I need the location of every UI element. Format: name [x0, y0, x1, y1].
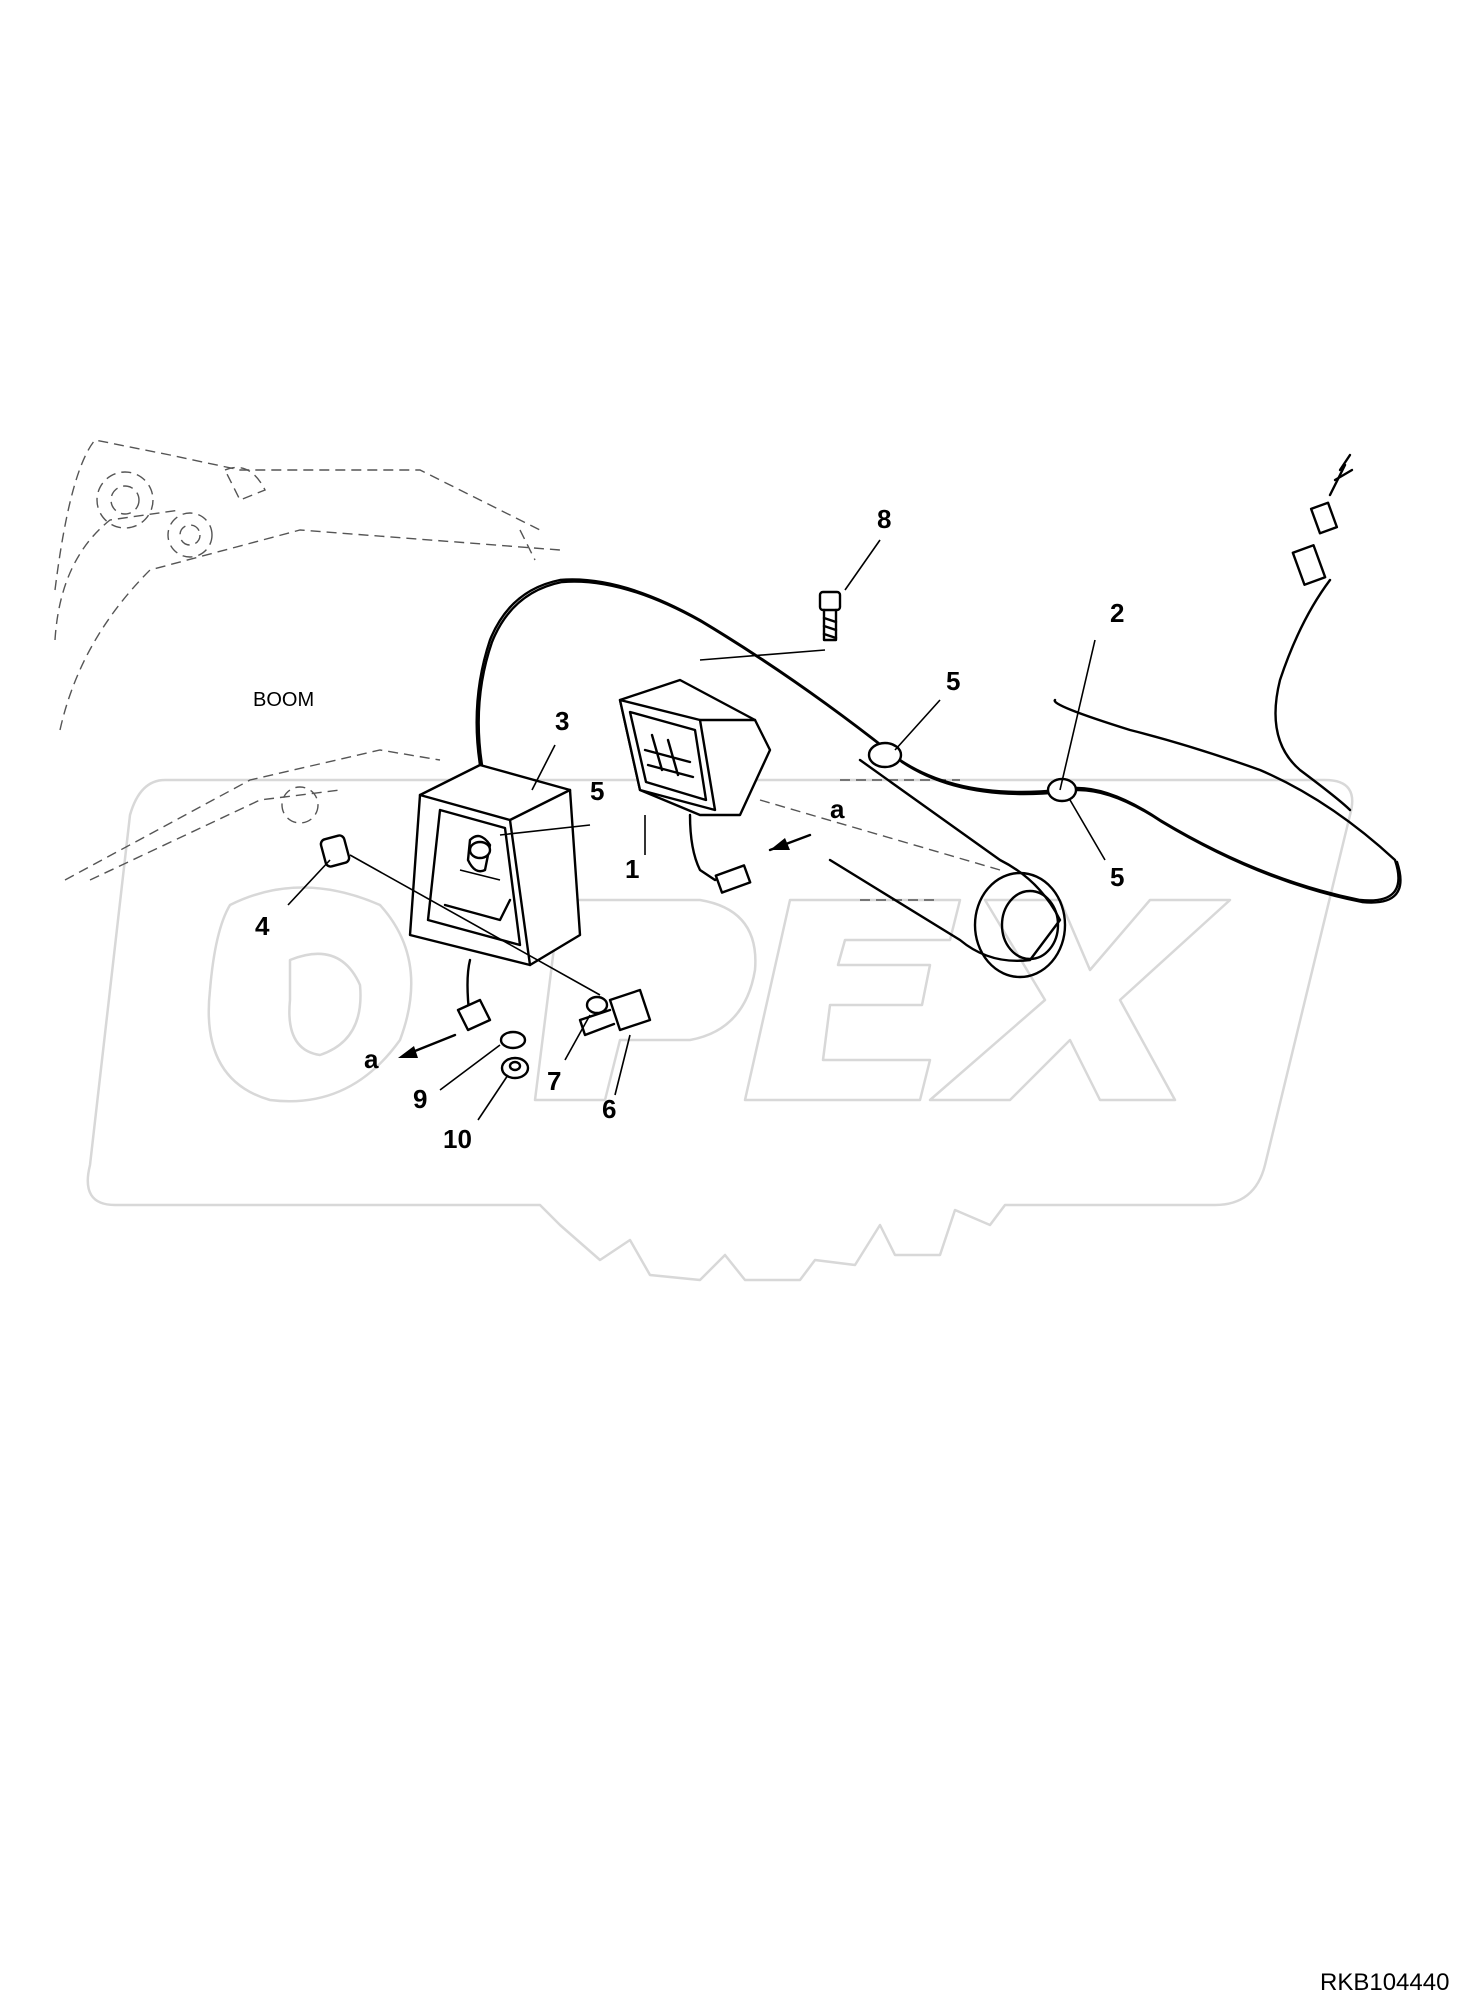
- light-bracket: [408, 763, 582, 967]
- wiring-harness: [475, 453, 1402, 904]
- leader-lines: [287, 539, 1106, 1121]
- connection-arrows: [398, 833, 812, 1058]
- callout-5-right: 5: [1110, 862, 1124, 892]
- drawing-reference-id: RKB104440: [1320, 1969, 1449, 1996]
- harness-clamps: [468, 741, 1078, 860]
- boom-outline: [54, 439, 960, 901]
- opex-watermark: [86, 778, 1354, 1282]
- callout-6: 6: [602, 1094, 616, 1124]
- callout-a-bracket: a: [364, 1044, 379, 1074]
- callout-4: 4: [255, 911, 270, 941]
- callout-3: 3: [555, 706, 569, 736]
- callout-5-bracket: 5: [590, 776, 604, 806]
- callout-2: 2: [1110, 598, 1124, 628]
- work-lamp: [618, 678, 772, 894]
- callout-5-upper: 5: [946, 666, 960, 696]
- callout-1: 1: [625, 854, 639, 884]
- callout-10: 10: [443, 1124, 472, 1154]
- boom-label: BOOM: [253, 689, 314, 711]
- boom-cylinder: [759, 758, 1067, 979]
- callout-8: 8: [877, 504, 891, 534]
- callout-7: 7: [547, 1066, 561, 1096]
- callout-9: 9: [413, 1084, 427, 1114]
- fasteners: [319, 590, 842, 1080]
- callout-a-lamp: a: [830, 794, 845, 824]
